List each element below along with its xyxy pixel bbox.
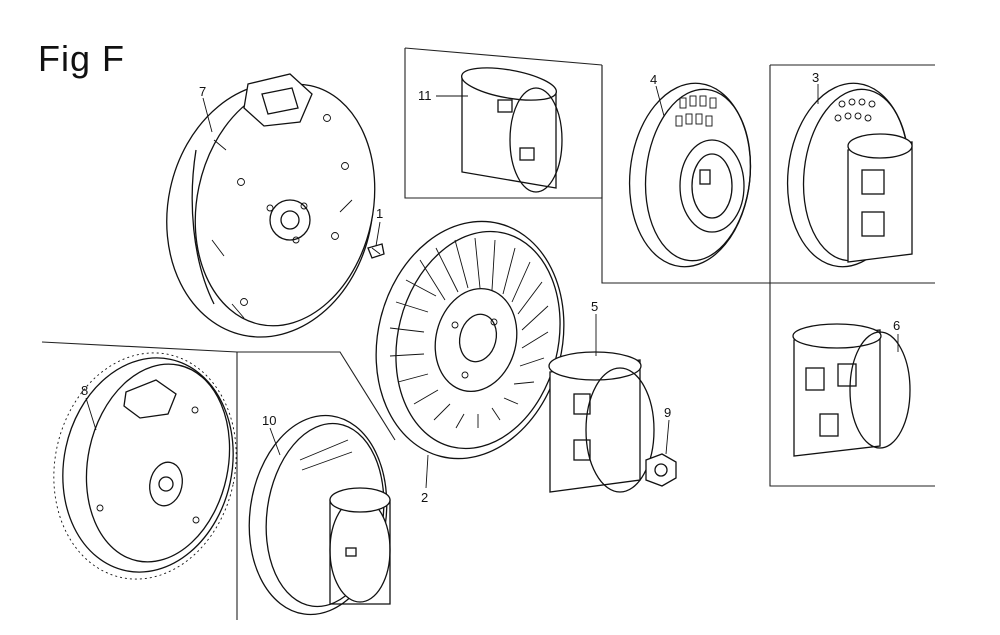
part-10-shroud [248,414,391,616]
callout-2: 2 [421,490,428,505]
callout-labels: 7 1 8 10 2 11 4 3 5 9 6 [81,70,900,505]
part-3-vented-cover [786,82,913,268]
callout-4: 4 [650,72,657,87]
part-8-ring-gear-flywheel [53,352,237,580]
part-1-key [367,243,385,259]
part-4-vented-cover [628,82,752,268]
callout-7: 7 [199,84,206,99]
leader-lines [85,84,899,489]
callout-5: 5 [591,299,598,314]
part-2-cooling-fan [375,220,565,460]
figure-title: Fig F [38,38,126,79]
part-5-cage [548,351,655,493]
part-11-sleeve [461,67,563,193]
callout-1: 1 [376,206,383,221]
section-frames [41,47,935,620]
callout-6: 6 [893,318,900,333]
callout-11: 11 [418,88,432,103]
callout-9: 9 [664,405,671,420]
callout-3: 3 [812,70,819,85]
part-7-cover [166,73,376,338]
part-9-nut [645,453,677,487]
callout-10: 10 [262,413,276,428]
part-6-cage [792,323,911,457]
callout-8: 8 [81,383,88,398]
